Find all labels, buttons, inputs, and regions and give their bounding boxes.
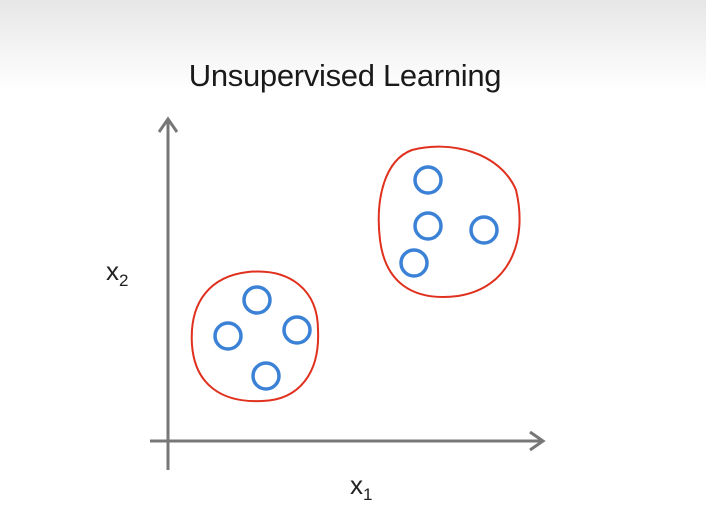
y-axis-arrow [157, 116, 179, 133]
data-point [413, 165, 443, 195]
cluster-outline-right [377, 145, 521, 298]
data-point [282, 315, 312, 345]
data-point [213, 321, 243, 351]
x-axis-subscript: 1 [363, 485, 373, 505]
cluster-outline-left [190, 270, 320, 403]
slide-title: Unsupervised Learning [188, 58, 502, 93]
y-axis-subscript: 2 [119, 271, 129, 291]
data-point [469, 215, 499, 245]
x-axis-label-text: x [350, 470, 363, 500]
data-point [251, 361, 281, 391]
data-point [242, 285, 272, 315]
x-axis-arrow [529, 430, 546, 452]
data-point [413, 211, 443, 241]
y-axis-label-text: x [106, 256, 119, 286]
x-axis-label: x1 [350, 470, 372, 505]
y-axis-label: x2 [106, 256, 128, 291]
data-point [399, 248, 429, 278]
